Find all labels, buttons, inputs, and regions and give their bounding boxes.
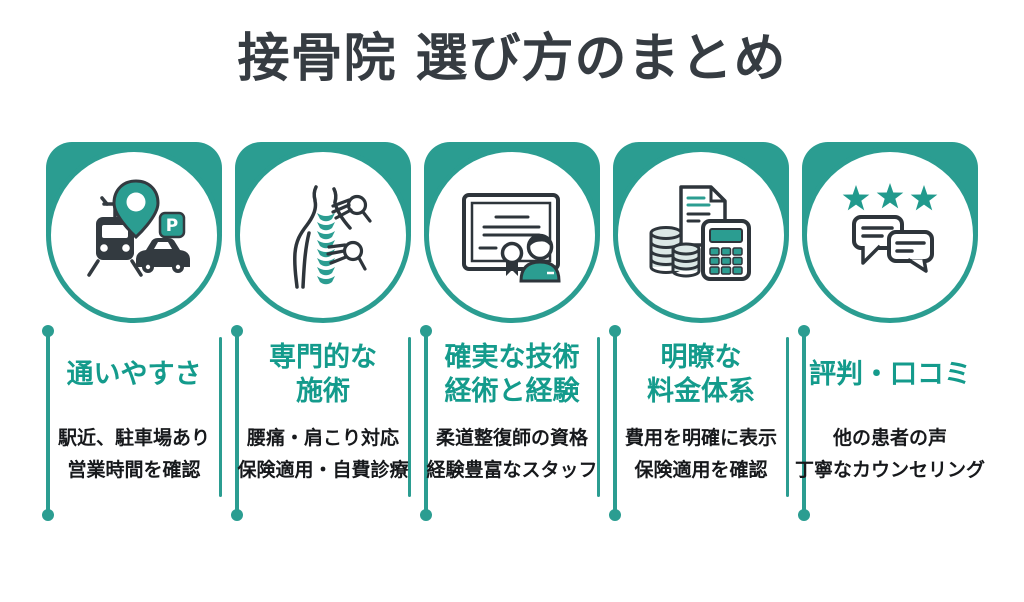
card-access: P 通いやすさ 駅近、駐車場あり 営業時間を確認 (42, 141, 222, 542)
card-left-line (802, 330, 806, 515)
card-description: 費用を明確に表示 保険適用を確認 (624, 426, 777, 482)
line-top-dot (42, 324, 54, 337)
line-bottom-dot (231, 508, 243, 521)
card-title: 専門的な 施術 (269, 342, 377, 407)
card-right-line (597, 336, 600, 497)
certificate-practitioner-icon (462, 192, 561, 283)
card-icon-circle (802, 146, 978, 323)
page-title: 接骨院 選び方のまとめ (237, 29, 787, 89)
card-icon-circle (235, 146, 411, 323)
card-left-line (424, 330, 428, 515)
card-description: 駅近、駐車場あり 営業時間を確認 (57, 426, 210, 482)
line-bottom-dot (798, 508, 810, 521)
card-description: 腰痛・肩こり対応 保険適用・自費診療 (237, 426, 409, 482)
coins-document-calculator-icon (649, 185, 751, 281)
card-icon-circle: P (46, 146, 222, 323)
line-bottom-dot (420, 508, 432, 521)
line-top-dot (420, 324, 432, 337)
card-pricing: 明瞭な 料金体系 費用を明確に表示 保険適用を確認 (609, 141, 789, 542)
card-icon-circle (613, 146, 789, 323)
card-treatment: 専門的な 施術 腰痛・肩こり対応 保険適用・自費診療 (231, 141, 411, 542)
card-left-line (235, 330, 239, 515)
card-icon-circle (424, 146, 600, 323)
card-right-line (408, 336, 411, 497)
infographic: 接骨院 選び方のまとめ P (0, 29, 1024, 542)
card-description: 柔道整復師の資格 経験豊富なスタッフ (426, 426, 598, 482)
cards-row: P 通いやすさ 駅近、駐車場あり 営業時間を確認 (0, 141, 1024, 542)
train-pin-car-parking-icon: P (87, 179, 190, 277)
card-title: 明瞭な 料金体系 (647, 342, 755, 407)
back-spine-massage-icon (293, 185, 372, 289)
card-title: 評判・口コミ (809, 358, 971, 390)
card-right-line (786, 336, 789, 497)
stars-speech-bubbles-icon (842, 182, 938, 273)
card-left-line (613, 330, 617, 515)
line-top-dot (609, 324, 621, 337)
line-top-dot (798, 324, 810, 337)
card-reviews: 評判・口コミ 他の患者の声 丁寧なカウンセリング (795, 141, 985, 542)
card-title: 通いやすさ (66, 358, 202, 390)
line-bottom-dot (609, 508, 621, 521)
line-bottom-dot (42, 508, 54, 521)
line-top-dot (231, 324, 243, 337)
card-description: 他の患者の声 丁寧なカウンセリング (794, 426, 985, 482)
svg-text:P: P (166, 216, 178, 236)
card-right-line (219, 336, 222, 497)
card-left-line (46, 330, 50, 515)
card-title: 確実な技術 経術と経験 (444, 342, 580, 407)
card-qualification: 確実な技術 経術と経験 柔道整復師の資格 経験豊富なスタッフ (420, 141, 600, 542)
